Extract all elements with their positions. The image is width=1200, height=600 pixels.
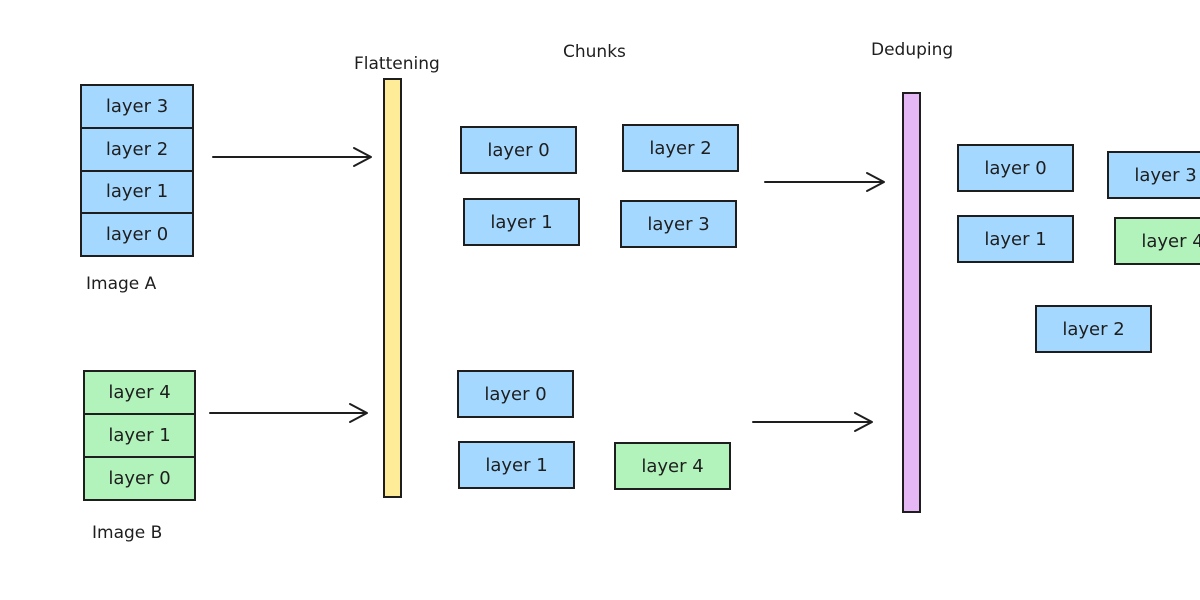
image-a-layer-1: layer 1 [82, 169, 192, 213]
arrow-chunks-b-to-deduping [752, 412, 873, 432]
chunk-a-layer-1: layer 1 [463, 198, 580, 246]
arrow-image-a-to-flattening [212, 147, 372, 167]
image-b-layer-1: layer 1 [85, 413, 194, 456]
arrow-image-b-to-flattening [209, 403, 368, 423]
deduped-layer-2: layer 2 [1035, 305, 1152, 353]
chunk-b-layer-1: layer 1 [458, 441, 575, 489]
chunk-b-layer-0: layer 0 [457, 370, 574, 418]
image-a-layer-2: layer 2 [82, 126, 192, 170]
chunks-label: Chunks [563, 42, 626, 62]
image-a-stack: layer 3 layer 2 layer 1 layer 0 [80, 84, 194, 257]
deduping-bar [902, 92, 921, 513]
chunk-a-layer-3: layer 3 [620, 200, 737, 248]
image-b-layer-4: layer 4 [108, 382, 171, 403]
image-a-caption: Image A [86, 274, 157, 294]
chunk-a-layer-0: layer 0 [460, 126, 577, 174]
image-b-stack: layer 4 layer 1 layer 0 [83, 370, 196, 501]
deduped-layer-0: layer 0 [957, 144, 1074, 192]
deduped-layer-3: layer 3 [1107, 151, 1200, 199]
deduped-layer-4: layer 4 [1114, 217, 1200, 265]
image-b-caption: Image B [92, 523, 163, 543]
deduped-layer-1: layer 1 [957, 215, 1074, 263]
image-a-layer-0: layer 0 [82, 212, 192, 255]
image-b-layer-0: layer 0 [85, 456, 194, 499]
arrow-chunks-a-to-deduping [764, 172, 885, 192]
chunk-a-layer-2: layer 2 [622, 124, 739, 172]
chunk-b-layer-4: layer 4 [614, 442, 731, 490]
image-a-layer-3: layer 3 [105, 95, 169, 117]
deduping-label: Deduping [871, 40, 954, 60]
flattening-bar [383, 78, 402, 498]
flattening-label: Flattening [354, 54, 440, 74]
